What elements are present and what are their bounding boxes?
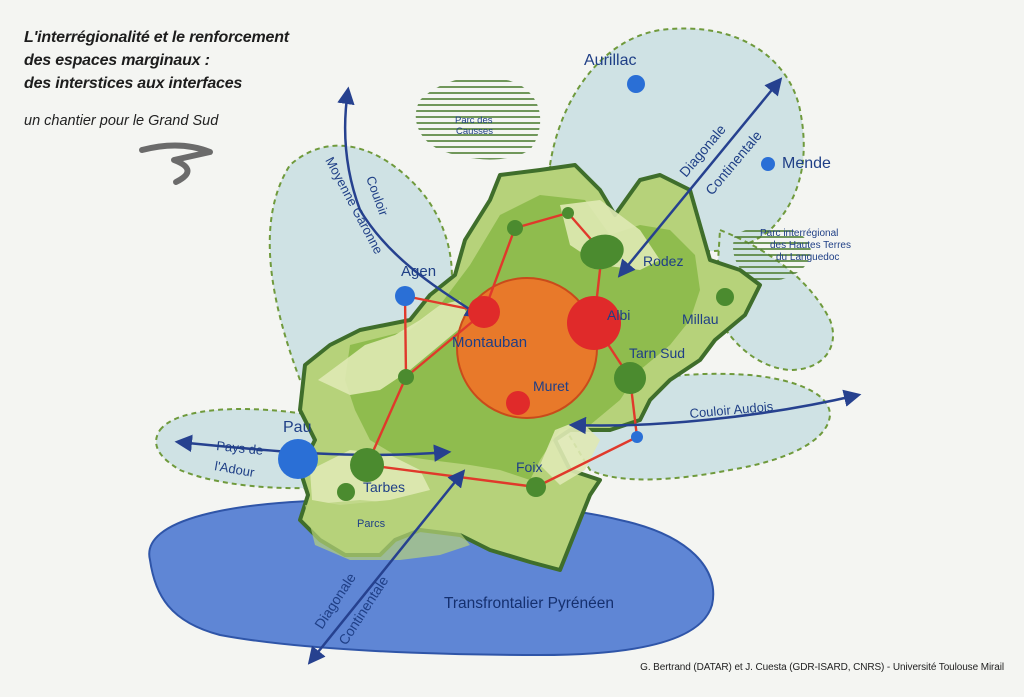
tarbes-marker — [350, 448, 384, 482]
audois-node-marker — [631, 431, 643, 443]
label-tarbes: Tarbes — [363, 479, 405, 495]
pau-marker — [278, 439, 318, 479]
montauban-marker — [468, 296, 500, 328]
couloir-garonne-arrow — [337, 86, 483, 318]
albi-marker — [567, 296, 621, 350]
label-parc-hautes-3: du Languedoc — [776, 252, 839, 263]
credit-line: G. Bertrand (DATAR) et J. Cuesta (GDR-IS… — [640, 662, 1004, 673]
label-tarn-sud: Tarn Sud — [629, 345, 685, 361]
couloir-audois-arrow — [568, 389, 862, 435]
map-subtitle: un chantier pour le Grand Sud — [24, 113, 219, 129]
title-line-3: des interstices aux interfaces — [24, 75, 243, 92]
label-couloir-audois: Couloir Audois — [689, 399, 774, 421]
label-parcs: Parcs — [357, 518, 386, 530]
mende-marker — [761, 157, 775, 171]
tarn-sud-marker — [614, 362, 646, 394]
label-transfrontalier: Transfrontalier Pyrénéen — [444, 595, 614, 612]
label-millau: Millau — [682, 311, 719, 327]
label-muret: Muret — [533, 378, 569, 394]
label-rodez: Rodez — [643, 253, 683, 269]
rodez-marker — [580, 234, 624, 270]
city-markers — [278, 75, 775, 501]
label-pays-adour-1: Pays de — [216, 438, 264, 458]
agen-marker — [395, 286, 415, 306]
label-parc-causses-2: Causses — [456, 126, 493, 137]
label-agen: Agen — [401, 263, 436, 280]
label-parc-hautes-1: Parc interrégional — [760, 228, 838, 239]
label-albi: Albi — [607, 307, 630, 323]
label-foix: Foix — [516, 459, 542, 475]
label-mende: Mende — [782, 155, 831, 172]
label-montauban: Montauban — [452, 334, 527, 351]
muret-marker — [506, 391, 530, 415]
aurillac-marker — [627, 75, 645, 93]
west-node — [398, 369, 414, 385]
north-node-2 — [562, 207, 574, 219]
diagonale-sw-arrow — [307, 469, 466, 665]
foix-marker — [526, 477, 546, 497]
diagonale-ne-arrow — [617, 77, 783, 278]
label-parc-causses-1: Parc des — [455, 115, 493, 126]
title-line-1: L'interrégionalité et le renforcement — [24, 29, 289, 46]
map-title: L'interrégionalité et le renforcement de… — [24, 26, 289, 95]
tarbes-sub-node — [337, 483, 355, 501]
title-line-2: des espaces marginaux : — [24, 52, 210, 69]
title-swoosh-icon — [139, 142, 213, 185]
millau-marker — [716, 288, 734, 306]
label-pau: Pau — [283, 419, 311, 436]
north-node-1 — [507, 220, 523, 236]
label-pays-adour-2: l'Adour — [213, 458, 256, 480]
label-parc-hautes-2: des Hautes Terres — [770, 240, 851, 251]
label-aurillac: Aurillac — [584, 52, 636, 69]
region-light-band-east — [540, 420, 600, 485]
region-light-band-west — [318, 300, 470, 395]
